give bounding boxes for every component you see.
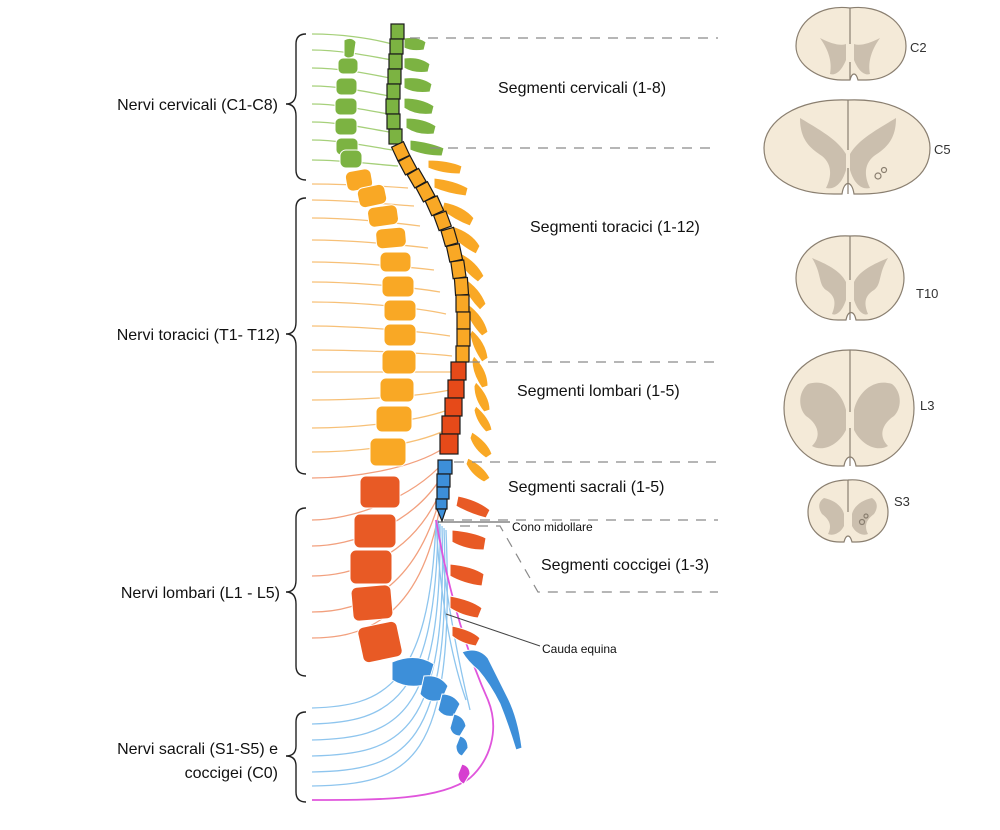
lumbar-segments-label: Segmenti lombari (1-5) [517, 383, 680, 400]
thoracic-brace [285, 197, 307, 475]
thoracic-vertebrae [344, 159, 493, 483]
sacral-segments-label: Segmenti sacrali (1-5) [508, 479, 665, 496]
segment-labels: Segmenti cervicali (1-8) Segmenti toraci… [498, 80, 709, 574]
sacral-brace [285, 711, 307, 803]
c5-label: C5 [934, 142, 951, 157]
cord-sacral-segments [435, 459, 453, 523]
cervical-brace [285, 33, 307, 181]
cord-thoracic-segments [390, 140, 471, 363]
cord-lumbar-segments [439, 361, 467, 455]
cervical-nerves-label: Nervi cervicali (C1-C8) [117, 97, 278, 114]
lumbar-brace [285, 507, 307, 677]
spinal-cord [385, 23, 471, 523]
s3-label: S3 [894, 494, 910, 509]
cross-section-c2 [795, 6, 907, 81]
lumbar-nerves-label: Nervi lombari (L1 - L5) [121, 585, 280, 602]
cauda-label: Cauda equina [542, 642, 617, 656]
sacral-vertebrae [391, 649, 523, 757]
cross-section-s3 [807, 479, 889, 543]
group-braces [285, 33, 307, 803]
cross-section-c5 [763, 99, 931, 195]
thoracic-segments-label: Segmenti toracici (1-12) [530, 219, 700, 236]
sacral-nerves [311, 519, 471, 787]
sacral-nerves-label-line2: coccigei (C0) [185, 765, 278, 782]
cervical-vertebrae [334, 37, 445, 169]
sacral-nerves-label-line1: Nervi sacrali (S1-S5) e [117, 741, 278, 758]
nerve-group-labels: Nervi cervicali (C1-C8) Nervi toracici (… [117, 97, 280, 782]
cauda-pointer [445, 613, 541, 647]
cervical-segments-label: Segmenti cervicali (1-8) [498, 80, 666, 97]
conus-label: Cono midollare [512, 520, 593, 534]
c2-label: C2 [910, 40, 927, 55]
thoracic-nerves-label: Nervi toracici (T1- T12) [117, 327, 280, 344]
l3-label: L3 [920, 398, 934, 413]
annotations: Cono midollare Cauda equina [438, 520, 617, 656]
cross-sections: C2 C5 T10 L3 [763, 6, 951, 543]
t10-label: T10 [916, 286, 938, 301]
coccygeal-nerve [311, 519, 495, 801]
cord-cervical-segments [385, 23, 405, 145]
lumbar-vertebrae [349, 475, 491, 664]
cross-section-l3 [783, 349, 915, 467]
coccyx [457, 763, 471, 785]
coccygeal-segments-label: Segmenti coccigei (1-3) [541, 557, 709, 574]
segment-dividers [410, 37, 718, 593]
cross-section-t10 [795, 235, 905, 321]
thoracic-nerves [311, 183, 453, 453]
vertebral-bodies [334, 37, 523, 785]
